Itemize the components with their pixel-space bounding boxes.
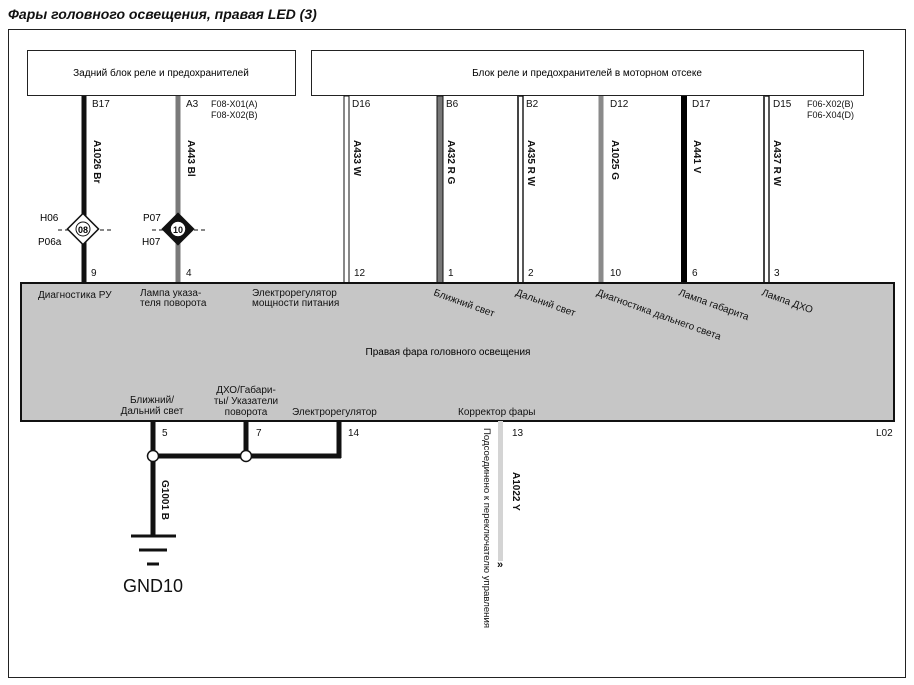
rear-fuse-box: [27, 50, 296, 96]
pin-d15: D15: [773, 99, 792, 110]
wire-code-a433: A433 W: [351, 140, 362, 177]
bottom-pin-13: 13: [512, 428, 524, 439]
label-diag-ru: Диагностика РУ: [38, 290, 112, 301]
wire-code-a441: A441 V: [691, 140, 702, 174]
splice-p07: 10 P07 H07: [142, 212, 205, 248]
label-low-high-1: Ближний/: [130, 395, 174, 406]
label-corrector: Корректор фары: [458, 406, 535, 418]
engine-fuse-box-label: Блок реле и предохранителей в моторном о…: [472, 68, 702, 79]
wire-code-a1026: A1026 Br: [91, 140, 102, 183]
wire-code-a435: A435 R W: [525, 140, 536, 187]
label-power-reg-1: Электрорегулятор: [252, 288, 337, 299]
fuse-d15-line2: F06-X04(D): [807, 110, 854, 120]
bottom-pin-5: 5: [162, 428, 168, 439]
splice-p07-bottom: H07: [142, 237, 161, 248]
fuse-d15-line1: F06-X02(B): [807, 99, 854, 109]
diagram-title: Фары головного освещения, правая LED (3): [8, 6, 317, 22]
headlamp-label: Правая фара головного освещения: [366, 346, 531, 358]
pin-b2: B2: [526, 99, 539, 110]
splice-h06: 08 H06 P06a: [38, 212, 112, 248]
splice-h06-top: H06: [40, 213, 59, 224]
wire-a433: [343, 95, 350, 284]
engine-fuse-box: [311, 50, 864, 96]
pin-b6: B6: [446, 99, 459, 110]
label-drl-turn-3: поворота: [225, 407, 268, 418]
conn-pin-6: 6: [692, 268, 698, 279]
bottom-pin-7: 7: [256, 428, 262, 439]
corrector-wire: » A1022 Y Подсоединено к переключателю у…: [481, 421, 521, 628]
wire-code-a1025: A1025 G: [609, 140, 620, 180]
pin-b17: B17: [92, 99, 110, 110]
splice-p07-circle: [170, 221, 186, 237]
ground-wiring: G1001 B GND10: [123, 421, 342, 596]
conn-pin-10: 10: [610, 268, 622, 279]
fuse-a3-line1: F08-X01(A): [211, 99, 258, 109]
continue-arrow-icon: »: [497, 559, 503, 571]
splice-h06-num: 08: [78, 225, 88, 235]
conn-pin-9: 9: [91, 268, 97, 279]
splice-h06-circle: [75, 221, 91, 237]
diagram-id: L02: [876, 428, 893, 439]
splice-node-left: [146, 449, 160, 463]
ground-name: GND10: [123, 576, 183, 596]
conn-pin-1: 1: [448, 268, 454, 279]
wire-code-a443: A443 Bl: [185, 140, 196, 177]
conn-pin-3: 3: [774, 268, 780, 279]
pin-d16: D16: [352, 99, 371, 110]
diagram-frame: [8, 29, 906, 678]
bottom-pin-14: 14: [348, 428, 360, 439]
conn-pin-4: 4: [186, 268, 192, 279]
wire-a1022: [498, 421, 503, 561]
label-electroregulator: Электрорегулятор: [292, 407, 377, 418]
label-turn-lamp-1: Лампа указа-: [140, 288, 201, 299]
pin-d12: D12: [610, 99, 629, 110]
label-turn-lamp-2: теля поворота: [140, 298, 207, 309]
splice-p07-num: 10: [173, 225, 183, 235]
conn-pin-12: 12: [354, 268, 366, 279]
label-drl-turn-1: ДХО/Габари-: [216, 384, 276, 396]
label-drl-turn-2: ты/ Указатели: [214, 396, 278, 407]
wire-a432: [436, 95, 444, 284]
rear-fuse-box-label: Задний блок реле и предохранителей: [73, 67, 249, 79]
splice-node-mid: [239, 449, 253, 463]
wire-code-a432: A432 R G: [445, 140, 456, 185]
wire-code-a437: A437 R W: [771, 140, 782, 187]
pin-d17: D17: [692, 99, 711, 110]
top-wires: [81, 95, 770, 284]
wire-code-g1001: G1001 B: [159, 480, 170, 520]
corrector-note: Подсоединено к переключателю управления: [481, 428, 492, 628]
pin-a3: A3: [186, 99, 199, 110]
wire-code-a1022: A1022 Y: [510, 472, 521, 511]
splice-h06-bottom: P06a: [38, 237, 62, 248]
label-power-reg-2: мощности питания: [252, 298, 339, 309]
conn-pin-2: 2: [528, 268, 534, 279]
splice-p07-top: P07: [143, 213, 161, 224]
label-low-high-2: Дальний свет: [121, 406, 184, 417]
fuse-a3-line2: F08-X02(B): [211, 110, 258, 120]
headlamp-body: [20, 282, 895, 422]
